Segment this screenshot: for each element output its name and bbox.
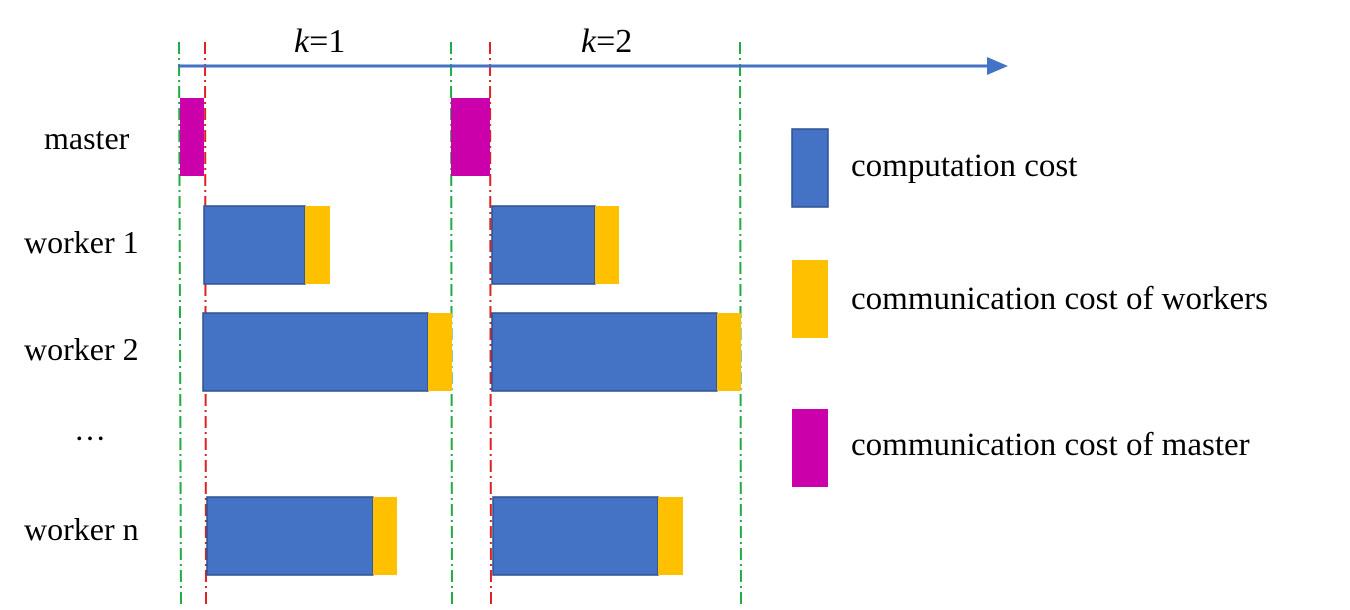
- worker-n-computation-1: [206, 496, 374, 576]
- iteration-2-label: k=2: [581, 23, 632, 60]
- legend-label-worker-comm: communication cost of workers: [851, 281, 1268, 317]
- legend-label-master-comm: communication cost of master: [851, 427, 1250, 463]
- legend-swatch-worker-comm: [792, 260, 828, 338]
- timeline-arrowhead: [987, 57, 1008, 75]
- master-comm-block-2: [451, 98, 490, 176]
- legend-label-computation: computation cost: [851, 148, 1077, 184]
- iteration-1-start-line: [178, 41, 182, 606]
- worker-n-comm-2: [658, 497, 683, 575]
- legend-swatch-computation: [791, 128, 829, 208]
- master-comm-block-1: [180, 98, 204, 176]
- row-label-master: master: [44, 120, 130, 156]
- row-label-worker-1: worker 1: [24, 224, 139, 260]
- worker-1-comm-1: [305, 206, 330, 284]
- row-label-worker-2: worker 2: [24, 331, 139, 367]
- worker-n-computation-2: [492, 496, 659, 576]
- worker-2-comm-2: [717, 313, 741, 391]
- worker-1-computation-1: [203, 205, 306, 285]
- worker-2-computation-2: [491, 312, 718, 392]
- legend-swatch-master-comm: [792, 409, 828, 487]
- worker-1-comm-2: [595, 206, 619, 284]
- worker-2-computation-1: [202, 312, 429, 392]
- row-label-worker-n: worker n: [24, 511, 139, 547]
- row-label-ellipsis: …: [74, 411, 106, 447]
- worker-n-comm-1: [373, 497, 397, 575]
- master-2-end-line: [489, 41, 492, 606]
- iteration-1-label: k=1: [294, 23, 345, 60]
- worker-2-comm-1: [428, 313, 452, 391]
- legend: computation cost communication cost of w…: [791, 128, 1268, 487]
- worker-1-computation-2: [491, 205, 596, 285]
